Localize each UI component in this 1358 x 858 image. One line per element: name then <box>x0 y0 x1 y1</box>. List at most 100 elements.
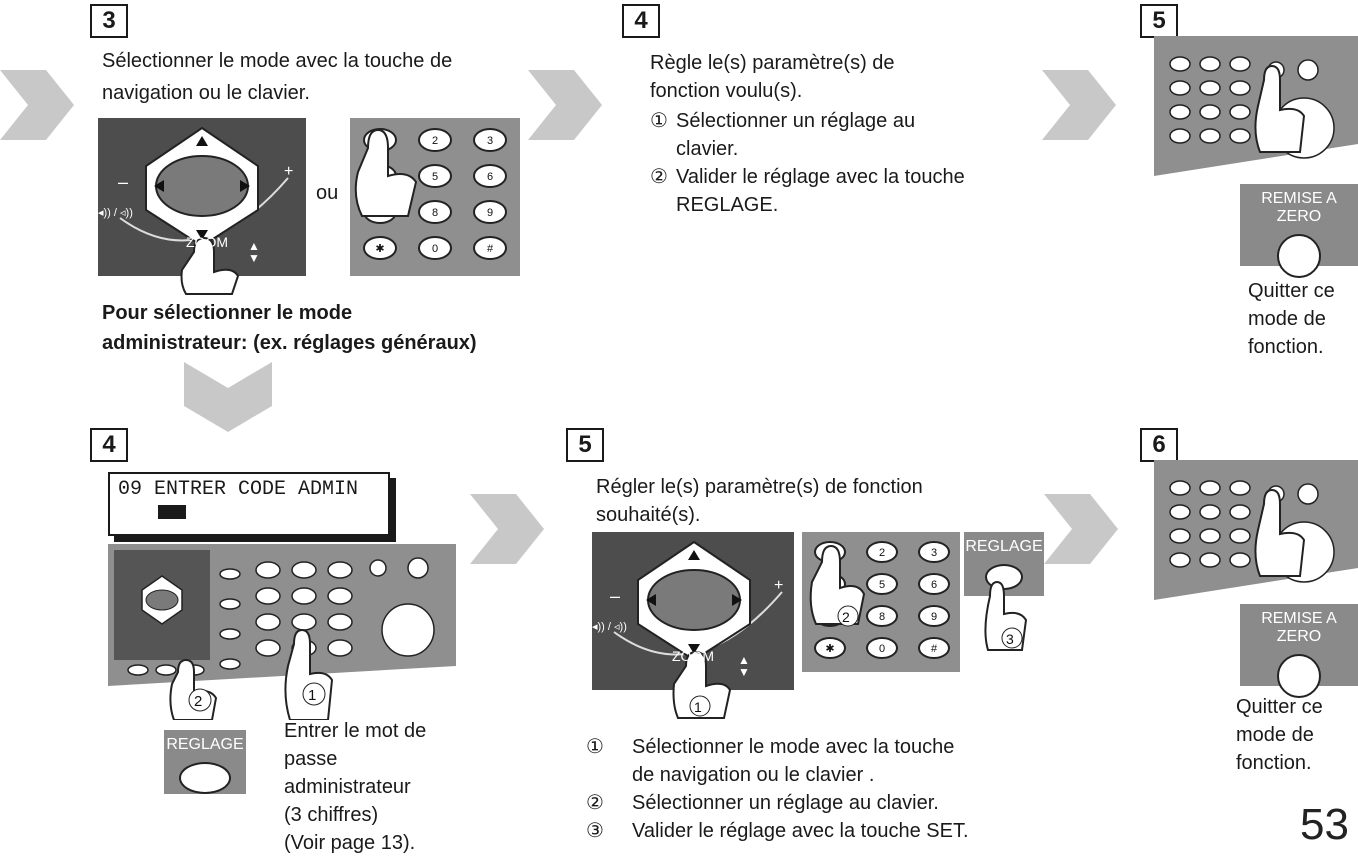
svg-text:+: + <box>774 577 783 594</box>
bottom-step5-item1-line2: de navigation ou le clavier . <box>632 764 875 786</box>
item1-number: ① <box>586 736 604 758</box>
svg-text:–: – <box>118 172 128 192</box>
svg-text:◂)) / ◃)): ◂)) / ◃)) <box>592 621 627 633</box>
step-5-quit-line1: Quitter ce <box>1248 280 1335 302</box>
item2-text: Sélectionner un réglage au clavier. <box>632 792 939 814</box>
hand-press-icon: 3 <box>984 580 1028 651</box>
arrow-right-icon <box>528 70 602 140</box>
step-4-line2: fonction voulu(s). <box>650 80 803 102</box>
svg-text:▼: ▼ <box>248 251 260 265</box>
step-5b-line2: souhaité(s). <box>596 504 701 526</box>
navigation-pad-illustration: – + ◂)) / ◃)) ▲ ▼ <box>98 118 306 295</box>
reglage-button-illustration: REGLAGE <box>164 730 246 794</box>
bottom-step5-item3: ③ Valider le réglage avec la touche SET. <box>586 818 969 844</box>
arrow-right-icon <box>1044 494 1118 564</box>
step-4-item1-num: ① <box>650 110 668 132</box>
password-line5: (Voir page 13). <box>284 832 416 854</box>
keypad-illustration: 123 456 789 ✱0# <box>350 118 520 276</box>
step-5-number: 5 <box>1140 4 1178 38</box>
svg-text:–: – <box>610 586 620 606</box>
step-6-quit-line3: fonction. <box>1236 752 1312 774</box>
lcd-cursor <box>158 505 186 519</box>
svg-text:0: 0 <box>432 243 438 255</box>
step-3-instruction-line2: navigation ou le clavier. <box>102 82 310 104</box>
password-line4: (3 chiffres) <box>284 804 379 826</box>
reset-button-oval-icon <box>1277 234 1321 278</box>
step-4-number: 4 <box>622 4 660 38</box>
step-5-quit-line3: fonction. <box>1248 336 1324 358</box>
bottom-step5-item2: ② Sélectionner un réglage au clavier. <box>586 790 939 816</box>
svg-text:✱: ✱ <box>375 243 384 255</box>
arrow-right-icon <box>470 494 544 564</box>
zoom-label-bottom: ZOOM <box>672 648 714 664</box>
svg-text:3: 3 <box>931 547 937 559</box>
password-line2: passe <box>284 748 338 770</box>
svg-text:2: 2 <box>879 547 885 559</box>
password-line3: administrateur <box>284 776 411 798</box>
reset-button-oval-icon-2 <box>1277 654 1321 698</box>
svg-text:◂)) / ◃)): ◂)) / ◃)) <box>98 207 133 219</box>
zoom-label: ZOOM <box>186 234 228 250</box>
svg-text:0: 0 <box>879 643 885 655</box>
svg-text:2: 2 <box>432 135 438 147</box>
control-panel-illustration <box>1154 36 1358 176</box>
step-6-number: 6 <box>1140 428 1178 462</box>
svg-text:5: 5 <box>432 171 438 183</box>
lcd-text: 09 ENTRER CODE ADMIN <box>118 478 359 501</box>
svg-text:8: 8 <box>879 611 885 623</box>
reglage-button-oval-icon-2 <box>985 564 1023 590</box>
svg-text:▼: ▼ <box>738 665 750 679</box>
lcd-display: 09 ENTRER CODE ADMIN <box>108 472 390 536</box>
step-5b-line1: Régler le(s) paramètre(s) de fonction <box>596 476 923 498</box>
reset-button-label-2: REMISE A ZERO <box>1261 610 1337 645</box>
item3-number: ③ <box>586 820 604 842</box>
step-4-item1-line1: Sélectionner un réglage au <box>676 110 916 132</box>
step-6-quit-line1: Quitter ce <box>1236 696 1323 718</box>
svg-text:5: 5 <box>879 579 885 591</box>
keypad-illustration: 123 456 789 ✱0# 2 <box>802 532 960 672</box>
reglage-button-label-2: REGLAGE <box>965 538 1043 555</box>
admin-mode-heading-line1: Pour sélectionner le mode <box>102 302 353 324</box>
navigation-pad-illustration: – + ◂)) / ◃)) ▲ ▼ 1 <box>592 532 794 719</box>
step-5-quit-line2: mode de <box>1248 308 1326 330</box>
item1-text: Sélectionner le mode avec la touche <box>632 736 955 758</box>
svg-text:3: 3 <box>1006 631 1014 647</box>
step-3-instruction-line1: Sélectionner le mode avec la touche de <box>102 50 453 72</box>
or-label: ou <box>316 182 339 204</box>
svg-text:1: 1 <box>308 687 316 704</box>
step-6-quit-line2: mode de <box>1236 724 1314 746</box>
step-4-item1-line2: clavier. <box>676 138 739 160</box>
svg-text:▲: ▲ <box>738 653 750 667</box>
page-number: 53 <box>1300 800 1349 849</box>
svg-text:#: # <box>487 243 494 255</box>
svg-text:6: 6 <box>487 171 493 183</box>
step-4-item2-line2: REGLAGE. <box>676 194 779 216</box>
svg-text:2: 2 <box>194 693 202 710</box>
svg-text:1: 1 <box>694 699 702 715</box>
step-4-line1: Règle le(s) paramètre(s) de <box>650 52 895 74</box>
control-panel-illustration <box>1154 460 1358 600</box>
step-4-item2-num: ② <box>650 166 668 188</box>
item3-text: Valider le réglage avec la touche SET. <box>632 820 969 842</box>
svg-text:9: 9 <box>487 207 493 219</box>
arrow-right-icon <box>1042 70 1116 140</box>
reset-button-label: REMISE A ZERO <box>1261 190 1337 225</box>
item2-number: ② <box>586 792 604 814</box>
step-3-number: 3 <box>90 4 128 38</box>
svg-text:+: + <box>284 163 293 180</box>
svg-text:#: # <box>931 643 938 655</box>
full-control-panel-illustration: 2 1 <box>108 544 456 720</box>
svg-text:2: 2 <box>842 609 850 625</box>
svg-text:✱: ✱ <box>825 643 834 655</box>
reset-button-illustration-2: REMISE A ZERO <box>1240 604 1358 698</box>
reglage-button-illustration-2: REGLAGE <box>964 532 1044 596</box>
step-4-item2-line1: Valider le réglage avec la touche <box>676 166 965 188</box>
step-4b-number: 4 <box>90 428 128 462</box>
admin-mode-heading-line2: administrateur: (ex. réglages généraux) <box>102 332 477 354</box>
bottom-step5-item1-line1: ① Sélectionner le mode avec la touche <box>586 734 954 760</box>
reglage-button-label: REGLAGE <box>166 736 244 753</box>
password-line1: Entrer le mot de <box>284 720 427 742</box>
reglage-button-oval-icon <box>179 762 231 794</box>
svg-text:9: 9 <box>931 611 937 623</box>
svg-text:6: 6 <box>931 579 937 591</box>
